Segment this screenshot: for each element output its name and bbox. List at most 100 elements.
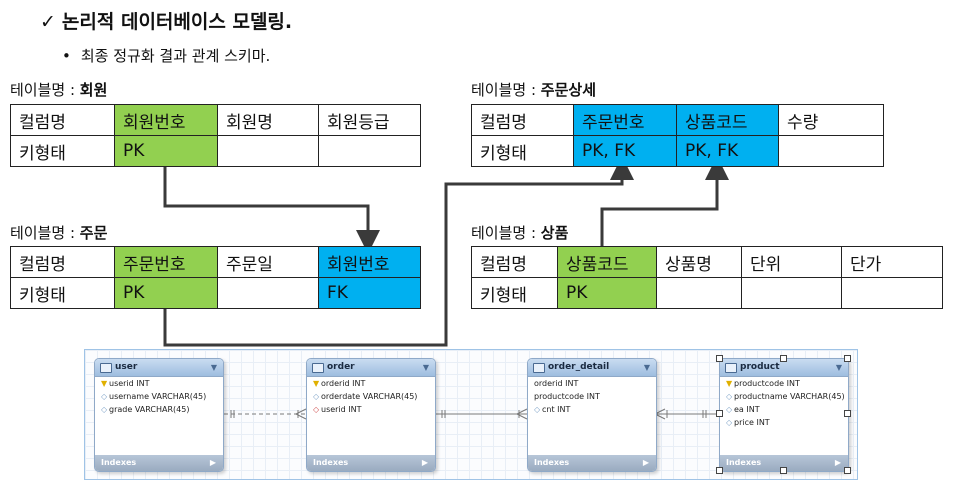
erd-indexes-footer[interactable]: Indexes▶ bbox=[528, 455, 656, 471]
primary-key-icon: ▼ bbox=[726, 379, 733, 388]
order-to-detail-connector bbox=[163, 156, 634, 347]
cell: PK bbox=[557, 277, 657, 309]
erd-column[interactable]: ◇cnt INT bbox=[528, 403, 656, 416]
cell: FK bbox=[318, 277, 421, 309]
erd-crowfoot bbox=[295, 408, 307, 420]
erd-entity-product[interactable]: product▼ ▼productcode INT ◇productname V… bbox=[719, 358, 849, 472]
cell: PK bbox=[114, 135, 218, 167]
erd-entity-header[interactable]: user▼ bbox=[95, 359, 223, 377]
erd-footer-label: Indexes bbox=[101, 458, 137, 467]
erd-column-text: orderid INT bbox=[321, 379, 366, 388]
erd-column[interactable]: ▼productcode INT bbox=[720, 377, 848, 390]
erd-column[interactable]: ◇productname VARCHAR(45) bbox=[720, 390, 848, 403]
diamond-icon: ◇ bbox=[534, 405, 541, 414]
dropdown-arrow-icon[interactable]: ▼ bbox=[210, 363, 217, 372]
table-label-member: 테이블명 : 회원 bbox=[10, 79, 107, 100]
erd-column[interactable]: orderid INT bbox=[528, 377, 656, 390]
diamond-icon: ◇ bbox=[101, 405, 108, 414]
erd-canvas: user▼ ▼userid INT ◇username VARCHAR(45) … bbox=[84, 349, 858, 480]
erd-column[interactable]: ◇ea INT bbox=[720, 403, 848, 416]
erd-crowfoot bbox=[516, 408, 528, 420]
diamond-icon: ◇ bbox=[726, 392, 733, 401]
expand-arrow-icon[interactable]: ▶ bbox=[642, 458, 649, 467]
erd-entity-order-detail[interactable]: order_detail▼ orderid INT productcode IN… bbox=[527, 358, 657, 472]
resize-handle[interactable] bbox=[844, 355, 851, 362]
table-label-prefix: 테이블명 : bbox=[471, 224, 541, 242]
table-member: 컬럼명 회원번호 회원명 회원등급 키형태 PK bbox=[10, 104, 421, 167]
resize-handle[interactable] bbox=[844, 467, 851, 474]
table-icon bbox=[725, 363, 737, 373]
table-row: 키형태 PK FK bbox=[10, 277, 421, 309]
erd-entity-user[interactable]: user▼ ▼userid INT ◇username VARCHAR(45) … bbox=[94, 358, 224, 472]
resize-handle[interactable] bbox=[716, 467, 723, 474]
erd-indexes-footer[interactable]: Indexes ▶ bbox=[95, 455, 223, 471]
cell: 주문번호 bbox=[573, 104, 677, 136]
erd-indexes-footer[interactable]: Indexes ▶ bbox=[307, 455, 435, 471]
dropdown-arrow-icon[interactable]: ▼ bbox=[422, 363, 429, 372]
erd-entity-header[interactable]: order_detail▼ bbox=[528, 359, 656, 377]
erd-footer-label: Indexes bbox=[313, 458, 349, 467]
erd-entity-order[interactable]: order ▼ ▼orderid INT ◇orderdate VARCHAR(4… bbox=[306, 358, 436, 472]
cell: 회원번호 bbox=[114, 104, 218, 136]
erd-column[interactable]: productcode INT bbox=[528, 390, 656, 403]
table-row: 키형태 PK bbox=[471, 277, 943, 309]
erd-column[interactable]: ▼userid INT bbox=[95, 377, 223, 390]
expand-arrow-icon[interactable]: ▶ bbox=[209, 458, 216, 467]
expand-arrow-icon[interactable]: ▶ bbox=[421, 458, 428, 467]
cell: 단위 bbox=[741, 246, 842, 278]
erd-column-text: productcode INT bbox=[534, 392, 600, 401]
erd-column-text: grade VARCHAR(45) bbox=[109, 405, 190, 414]
erd-column-text: username VARCHAR(45) bbox=[109, 392, 207, 401]
table-row: 키형태 PK, FK PK, FK bbox=[471, 135, 884, 167]
table-label-prefix: 테이블명 : bbox=[10, 224, 80, 242]
erd-column[interactable]: ◇userid INT bbox=[307, 403, 435, 416]
cell: 회원등급 bbox=[318, 104, 421, 136]
resize-handle[interactable] bbox=[716, 410, 723, 417]
dropdown-arrow-icon[interactable]: ▼ bbox=[643, 363, 650, 372]
resize-handle[interactable] bbox=[716, 355, 723, 362]
table-label-order: 테이블명 : 주문 bbox=[10, 222, 107, 243]
bullet-icon: • bbox=[62, 47, 71, 65]
cell: 키형태 bbox=[471, 277, 558, 309]
cell: 상품명 bbox=[656, 246, 742, 278]
resize-handle[interactable] bbox=[844, 410, 851, 417]
cell: 컬럼명 bbox=[10, 246, 115, 278]
cell: 주문번호 bbox=[114, 246, 218, 278]
diamond-icon: ◇ bbox=[726, 405, 733, 414]
table-order: 컬럼명 주문번호 주문일 회원번호 키형태 PK FK bbox=[10, 246, 421, 309]
subtitle-text: 최종 정규화 결과 관계 스키마. bbox=[80, 47, 271, 65]
table-row: 컬럼명 주문번호 상품코드 수량 bbox=[471, 104, 884, 136]
cell bbox=[217, 277, 319, 309]
erd-column[interactable]: ◇orderdate VARCHAR(45) bbox=[307, 390, 435, 403]
cell: 상품코드 bbox=[676, 104, 779, 136]
cell: 상품코드 bbox=[557, 246, 657, 278]
erd-column-text: ea INT bbox=[734, 405, 760, 414]
product-to-detail-connector bbox=[600, 156, 729, 246]
erd-indexes-footer[interactable]: Indexes▶ bbox=[720, 455, 848, 471]
expand-arrow-icon[interactable]: ▶ bbox=[834, 458, 841, 467]
cell bbox=[741, 277, 842, 309]
table-icon bbox=[533, 363, 545, 373]
erd-column[interactable]: ◇price INT bbox=[720, 416, 848, 429]
table-label-prefix: 테이블명 : bbox=[10, 81, 80, 99]
erd-column-text: productname VARCHAR(45) bbox=[734, 392, 845, 401]
cell bbox=[318, 135, 421, 167]
erd-entity-title: order bbox=[327, 362, 355, 372]
erd-entity-header[interactable]: order ▼ bbox=[307, 359, 435, 377]
erd-column[interactable]: ◇grade VARCHAR(45) bbox=[95, 403, 223, 416]
dropdown-arrow-icon[interactable]: ▼ bbox=[835, 363, 842, 372]
cell bbox=[217, 135, 319, 167]
erd-column-text: productcode INT bbox=[734, 379, 800, 388]
table-row: 컬럼명 상품코드 상품명 단위 단가 bbox=[471, 246, 943, 278]
erd-column[interactable]: ▼orderid INT bbox=[307, 377, 435, 390]
table-label-order-detail: 테이블명 : 주문상세 bbox=[471, 79, 596, 100]
erd-entity-header[interactable]: product▼ bbox=[720, 359, 848, 377]
erd-column[interactable]: ◇username VARCHAR(45) bbox=[95, 390, 223, 403]
table-row: 컬럼명 회원번호 회원명 회원등급 bbox=[10, 104, 421, 136]
check-icon: ✓ bbox=[40, 11, 56, 33]
cell: PK, FK bbox=[573, 135, 677, 167]
erd-column-text: userid INT bbox=[109, 379, 150, 388]
resize-handle[interactable] bbox=[780, 467, 787, 474]
resize-handle[interactable] bbox=[780, 355, 787, 362]
